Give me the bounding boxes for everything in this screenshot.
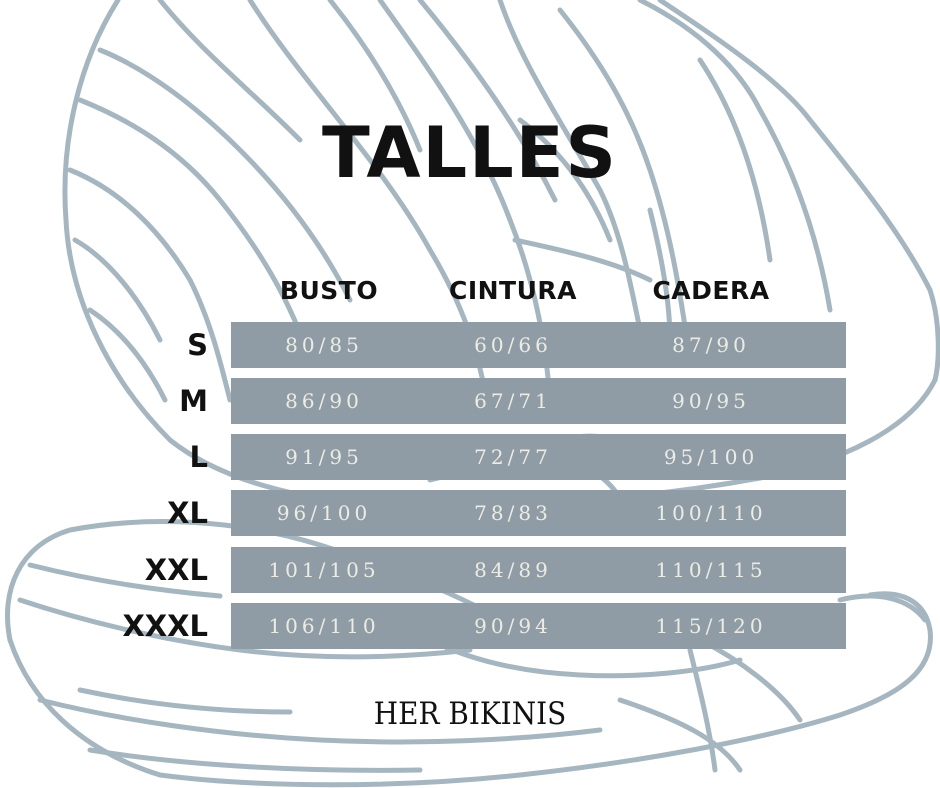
cell-cintura: 90/94 [474,614,552,638]
cell-cintura: 84/89 [474,558,552,582]
cell-busto: 86/90 [285,389,363,413]
cell-cintura: 78/83 [474,501,552,525]
column-header-busto: BUSTO [279,276,379,305]
cell-busto: 91/95 [285,445,363,469]
cell-cintura: 67/71 [474,389,552,413]
size-label-m: M [179,384,208,418]
cell-cadera: 115/120 [655,614,767,638]
cell-busto: 80/85 [285,333,363,357]
cell-cadera: 90/95 [672,389,750,413]
page-title: TALLES [322,112,618,194]
table-row: 101/105 84/89 110/115 [231,547,846,593]
cell-cadera: 95/100 [663,445,759,469]
table-row: 86/90 67/71 90/95 [231,378,846,424]
table-row: 96/100 78/83 100/110 [231,490,846,536]
table-row: 80/85 60/66 87/90 [231,322,846,368]
cell-busto: 101/105 [268,558,380,582]
brand-logo: HER BIKINIS [373,696,567,732]
size-label-xl: XL [167,496,208,530]
cell-busto: 106/110 [268,614,380,638]
size-label-xxxl: XXXL [122,609,208,643]
size-label-l: L [189,440,208,474]
column-header-cadera: CADERA [652,276,770,305]
column-header-cintura: CINTURA [448,276,578,305]
size-label-s: S [187,328,208,362]
cell-cintura: 72/77 [474,445,552,469]
cell-busto: 96/100 [276,501,372,525]
size-label-xxl: XXL [144,553,208,587]
cell-cintura: 60/66 [474,333,552,357]
table-row: 91/95 72/77 95/100 [231,434,846,480]
cell-cadera: 110/115 [655,558,767,582]
table-row: 106/110 90/94 115/120 [231,603,846,649]
cell-cadera: 87/90 [672,333,750,357]
cell-cadera: 100/110 [655,501,767,525]
